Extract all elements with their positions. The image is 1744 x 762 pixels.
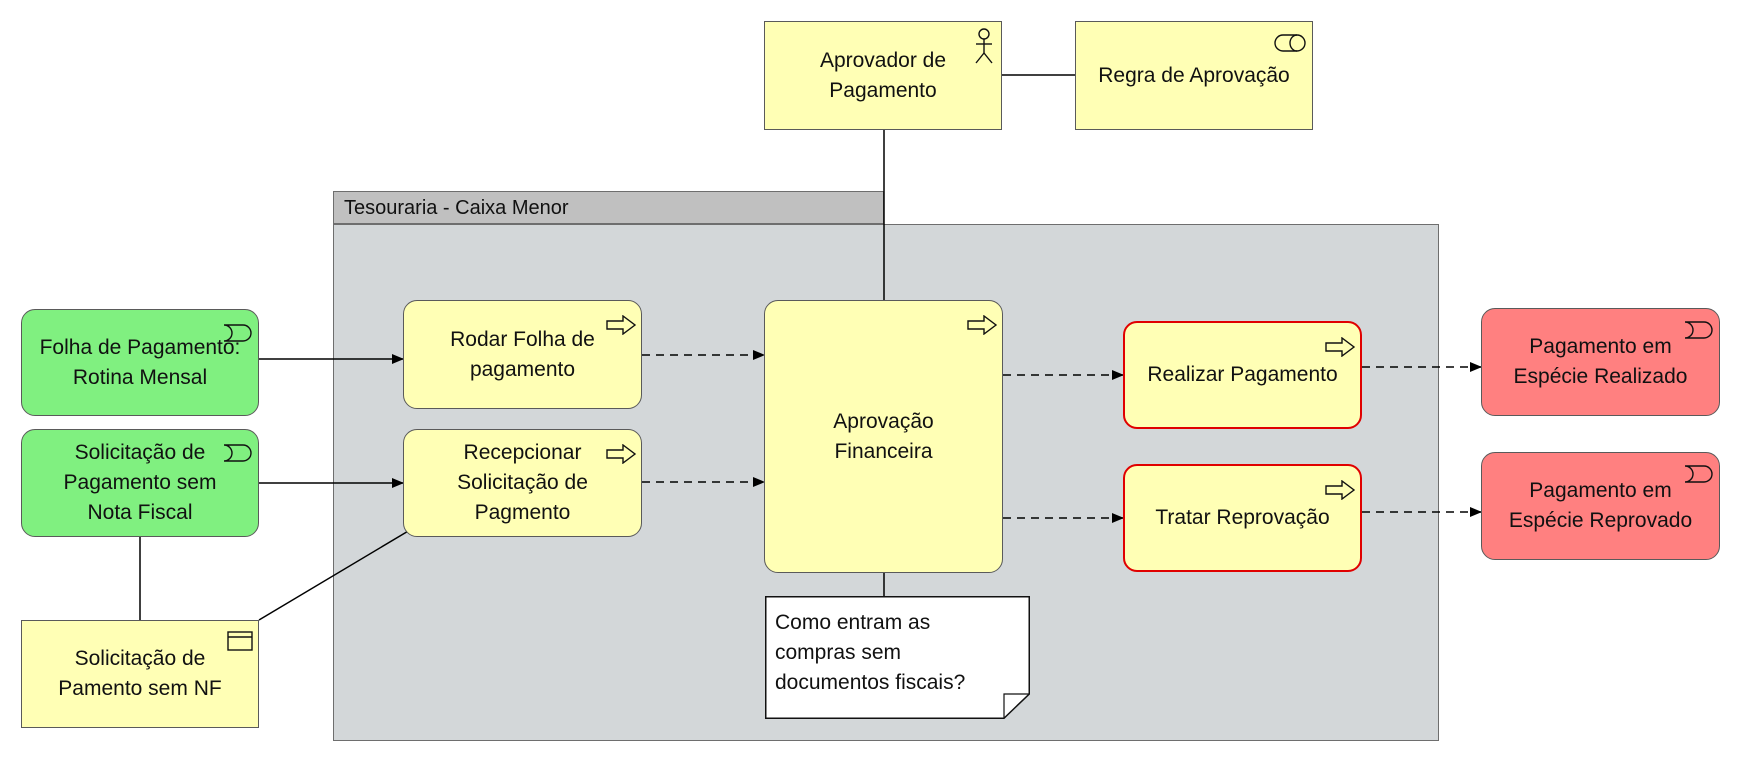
process-arrow-icon bbox=[1325, 480, 1355, 500]
event-reprovado-label: Pagamento em Espécie Reprovado bbox=[1508, 479, 1693, 532]
service-regra[interactable]: Regra de Aprovação bbox=[1075, 21, 1313, 130]
group-tesouraria-tab[interactable]: Tesouraria - Caixa Menor bbox=[333, 191, 884, 224]
event-realizado-label: Pagamento em Espécie Realizado bbox=[1513, 335, 1688, 388]
note-text: Como entram as compras sem documentos fi… bbox=[775, 611, 966, 694]
business-object-solicitacao[interactable]: Solicitação de Pamento sem NF bbox=[21, 620, 259, 728]
business-object-label: Solicitação de Pamento sem NF bbox=[58, 647, 222, 700]
service-label: Regra de Aprovação bbox=[1098, 63, 1290, 87]
event-icon bbox=[1684, 465, 1713, 483]
event-pagamento-realizado[interactable]: Pagamento em Espécie Realizado bbox=[1481, 308, 1720, 416]
business-object-icon bbox=[227, 631, 253, 651]
group-title: Tesouraria - Caixa Menor bbox=[344, 197, 569, 219]
process-rodar-label: Rodar Folha de pagamento bbox=[450, 327, 595, 381]
event-solicitacao-label: Solicitação de Pagamento sem Nota Fiscal bbox=[63, 441, 217, 524]
process-arrow-icon bbox=[967, 315, 997, 335]
process-aprovacao-financeira[interactable]: Aprovação Financeira bbox=[764, 300, 1003, 573]
process-aprovacao-label: Aprovação Financeira bbox=[833, 409, 934, 463]
actor-label: Aprovador de Pagamento bbox=[819, 48, 947, 102]
service-icon bbox=[1274, 34, 1306, 52]
note-compras-sem-documentos[interactable]: Como entram as compras sem documentos fi… bbox=[765, 596, 1030, 719]
note-shape bbox=[765, 596, 1030, 719]
process-realizar-label: Realizar Pagamento bbox=[1147, 363, 1338, 386]
actor-aprovador[interactable]: Aprovador de Pagamento bbox=[764, 21, 1002, 130]
process-realizar-pagamento[interactable]: Realizar Pagamento bbox=[1123, 321, 1362, 429]
process-recepcionar-label: Recepcionar Solicitação de Pagmento bbox=[457, 441, 588, 524]
process-arrow-icon bbox=[1325, 337, 1355, 357]
process-arrow-icon bbox=[606, 444, 636, 464]
process-arrow-icon bbox=[606, 315, 636, 335]
event-folha-de-pagamento[interactable]: Folha de Pagamento: Rotina Mensal bbox=[21, 309, 259, 416]
event-folha-label: Folha de Pagamento: Rotina Mensal bbox=[39, 335, 241, 389]
actor-icon bbox=[975, 28, 993, 64]
event-solicitacao-pagamento[interactable]: Solicitação de Pagamento sem Nota Fiscal bbox=[21, 429, 259, 537]
process-recepcionar[interactable]: Recepcionar Solicitação de Pagmento bbox=[403, 429, 642, 537]
event-icon bbox=[223, 324, 252, 342]
event-pagamento-reprovado[interactable]: Pagamento em Espécie Reprovado bbox=[1481, 452, 1720, 560]
event-icon bbox=[1684, 321, 1713, 339]
process-rodar-folha[interactable]: Rodar Folha de pagamento bbox=[403, 300, 642, 409]
process-tratar-label: Tratar Reprovação bbox=[1155, 506, 1330, 529]
process-tratar-reprovacao[interactable]: Tratar Reprovação bbox=[1123, 464, 1362, 572]
event-icon bbox=[223, 444, 252, 462]
